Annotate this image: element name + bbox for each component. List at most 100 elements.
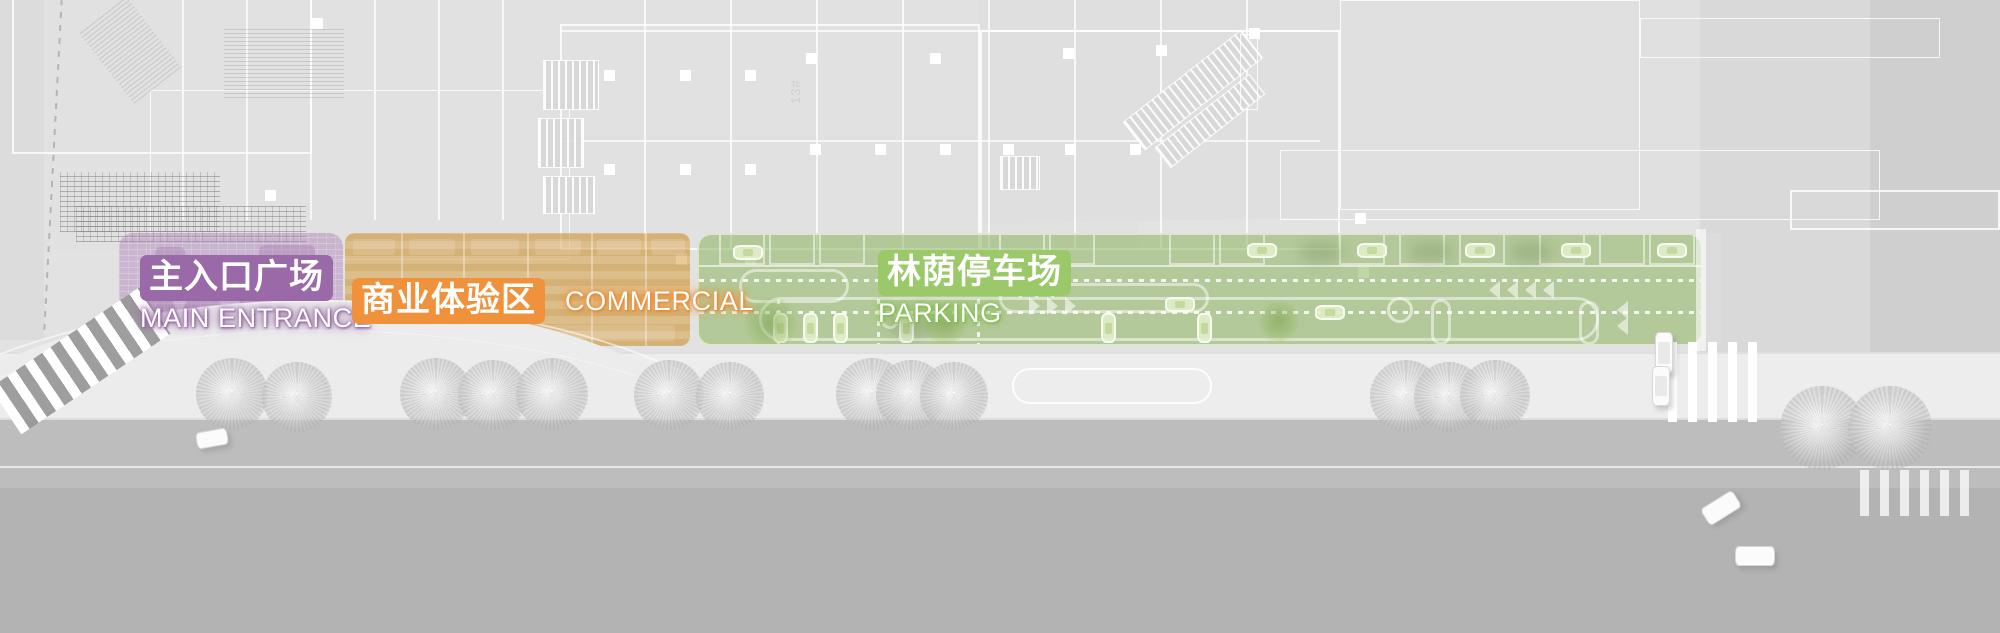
zone-label-en: MAIN ENTRANCE	[140, 303, 372, 334]
stair-core	[543, 176, 595, 214]
structural-column	[745, 70, 756, 81]
tree-canopy-texture	[1460, 360, 1530, 430]
lane-marking-dashed	[699, 311, 1701, 314]
retail-unit	[535, 239, 581, 255]
stair-core	[543, 60, 599, 110]
vehicle	[1652, 366, 1670, 406]
stair-core	[538, 118, 584, 168]
kerb-line	[0, 352, 2000, 354]
vehicle	[1657, 243, 1687, 258]
tree-canopy-texture	[262, 362, 332, 432]
vehicle	[899, 313, 914, 343]
zone-label-en: COMMERCIAL	[565, 285, 755, 316]
vehicle	[1197, 313, 1212, 343]
structural-column	[604, 164, 615, 175]
retail-unit	[471, 239, 519, 255]
tree-canopy-texture	[696, 362, 764, 430]
vehicle	[833, 313, 848, 343]
vehicle	[1101, 313, 1116, 343]
zone-label-cn: 商业体验区	[352, 278, 545, 325]
shade-tree	[743, 297, 799, 344]
structural-column	[875, 144, 886, 155]
vehicle	[803, 313, 818, 343]
structural-column	[604, 70, 615, 81]
stall-divider	[977, 297, 980, 344]
stall-divider	[877, 297, 880, 344]
structural-column	[806, 53, 817, 64]
label-main-entrance[interactable]: 主入口广场 MAIN ENTRANCE	[140, 255, 371, 334]
vehicle	[1561, 243, 1591, 258]
site-boundary-left	[0, 0, 44, 340]
street-tree	[262, 362, 332, 432]
street-tree	[458, 360, 528, 430]
cad-wall-outline	[1790, 190, 2000, 230]
vehicle	[733, 245, 763, 260]
cad-wall-outline	[1280, 150, 1880, 220]
street-tree	[196, 358, 268, 430]
deck-seam	[645, 233, 647, 346]
turning-node	[881, 311, 899, 329]
zone-label-cn: 林荫停车场	[878, 250, 1071, 297]
cad-wall-outline	[560, 24, 980, 250]
vehicle	[1315, 305, 1345, 320]
tree-canopy-texture	[920, 362, 988, 430]
pedestrian-island-stripes	[1860, 470, 1980, 516]
direction-arrow	[1543, 281, 1554, 299]
direction-arrow	[1489, 281, 1500, 299]
vehicle	[1247, 243, 1277, 258]
direction-arrow	[1617, 301, 1628, 319]
structural-column	[745, 164, 756, 175]
cad-wall-outline	[1340, 0, 1640, 210]
parking-stall	[769, 235, 815, 265]
planting-island	[1431, 299, 1451, 344]
structural-column	[930, 53, 941, 64]
zone-label-cn: 主入口广场	[140, 255, 333, 302]
street-tree	[1780, 386, 1864, 470]
structural-column	[265, 190, 276, 201]
vehicle	[1465, 243, 1495, 258]
structural-column	[676, 254, 687, 265]
tree-canopy-texture	[196, 358, 268, 430]
parking-stall	[1399, 235, 1445, 265]
vehicle-shadow	[1409, 241, 1453, 263]
stall-row-line	[699, 265, 1701, 267]
parking-stall	[1169, 235, 1215, 265]
label-parking[interactable]: 林荫停车场 PARKING	[878, 250, 1071, 329]
zone-parking[interactable]	[697, 233, 1703, 346]
zone-label-en: PARKING	[878, 298, 1002, 329]
vehicle-shadow	[889, 313, 933, 339]
direction-arrow	[1525, 281, 1536, 299]
structural-column	[680, 164, 691, 175]
parking-stall	[819, 235, 865, 265]
tree-canopy-texture	[1848, 386, 1932, 470]
structural-column	[1249, 28, 1260, 39]
retail-unit	[651, 239, 685, 255]
retail-unit	[597, 239, 641, 255]
crosswalk-right	[1668, 342, 1766, 422]
tree-canopy-texture	[516, 358, 588, 430]
parking-stall	[1459, 235, 1505, 265]
structural-column	[940, 144, 951, 155]
street-tree	[634, 360, 704, 430]
street-tree	[696, 362, 764, 430]
parking-stall	[1599, 235, 1645, 265]
vehicle	[1357, 243, 1387, 258]
label-commercial[interactable]: 商业体验区 COMMERCIAL	[352, 278, 755, 325]
turning-node	[1387, 297, 1413, 323]
direction-arrow	[1047, 297, 1058, 315]
structural-column	[1156, 45, 1167, 56]
street-tree	[1460, 360, 1530, 430]
structural-column	[1063, 48, 1074, 59]
vehicle-shadow	[1509, 241, 1553, 263]
kerb-line-right	[1696, 229, 1706, 351]
street-far-lane	[0, 488, 2000, 633]
retail-unit	[353, 239, 395, 255]
structural-column	[1355, 213, 1366, 224]
direction-arrow	[1507, 281, 1518, 299]
kerb-strip-right	[1703, 233, 1721, 346]
structural-column	[312, 18, 323, 29]
drive-aisle-loop	[739, 269, 849, 303]
street-tree	[920, 362, 988, 430]
vehicle	[1165, 297, 1195, 312]
